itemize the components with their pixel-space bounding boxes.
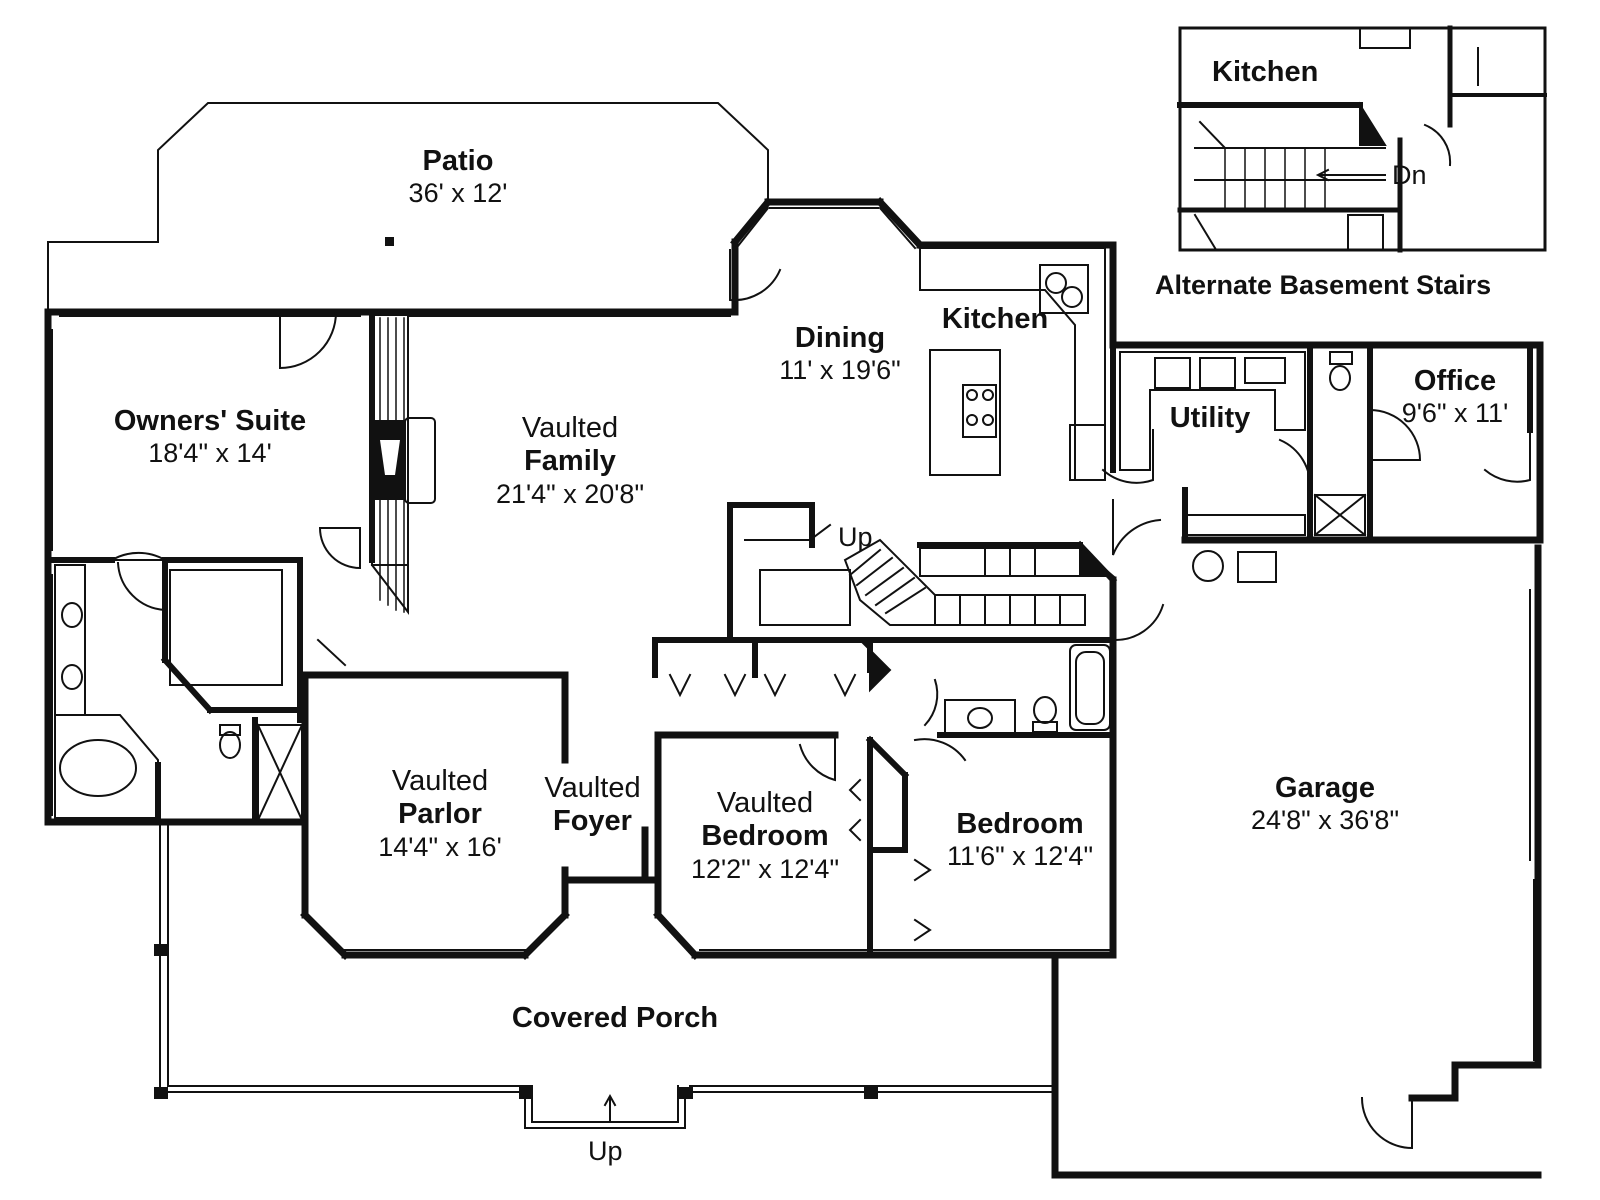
room-qualifier: Vaulted bbox=[391, 765, 489, 797]
room-qualifier: Vaulted bbox=[716, 787, 814, 819]
room-name: Office bbox=[1413, 365, 1497, 397]
room-label-kitchen: Kitchen bbox=[925, 303, 1065, 336]
room-name: Owners' Suite bbox=[113, 405, 307, 437]
room-dimensions: 11' x 19'6" bbox=[779, 355, 901, 386]
porch-outline bbox=[154, 237, 1056, 1129]
doors bbox=[108, 249, 1531, 1150]
utility-fixtures bbox=[1119, 351, 1367, 583]
room-qualifier: Vaulted bbox=[521, 412, 619, 444]
room-name: Dining bbox=[794, 322, 886, 354]
room-dimensions: 24'8" x 36'8" bbox=[1250, 805, 1400, 836]
room-dimensions: 18'4" x 14' bbox=[148, 438, 272, 469]
stairs bbox=[744, 523, 1116, 693]
room-name: Bedroom bbox=[956, 808, 1084, 840]
stair-up-label: Up bbox=[838, 522, 873, 552]
room-name: Patio bbox=[422, 145, 494, 177]
kitchen-island bbox=[929, 349, 1001, 476]
room-dimensions: 11'6" x 12'4" bbox=[946, 841, 1094, 872]
room-name: Covered Porch bbox=[511, 1002, 719, 1034]
room-label-foyer: Vaulted Foyer bbox=[530, 772, 655, 839]
room-label-owners-suite: Owners' Suite 18'4" x 14' bbox=[85, 405, 335, 469]
porch-up-label: Up bbox=[588, 1136, 623, 1166]
kitchen-counters bbox=[919, 247, 1106, 481]
windows bbox=[51, 206, 1535, 1061]
bath-fixtures bbox=[54, 564, 1111, 822]
room-dimensions: 9'6" x 11' bbox=[1401, 398, 1509, 429]
room-label-family: Vaulted Family 21'4" x 20'8" bbox=[470, 412, 670, 510]
room-name: Bedroom bbox=[701, 820, 829, 853]
room-label-bedroom: Bedroom 11'6" x 12'4" bbox=[935, 808, 1105, 872]
room-qualifier: Vaulted bbox=[544, 772, 641, 804]
room-label-office: Office 9'6" x 11' bbox=[1385, 365, 1525, 429]
closet-doors bbox=[668, 673, 932, 942]
room-dimensions: 12'2" x 12'4" bbox=[690, 853, 840, 884]
inset-down-label: Dn bbox=[1392, 160, 1427, 190]
room-name: Foyer bbox=[553, 805, 632, 838]
inset-caption: Alternate Basement Stairs bbox=[1155, 270, 1492, 300]
room-dimensions: 14'4" x 16' bbox=[378, 831, 502, 862]
room-label-parlor: Vaulted Parlor 14'4" x 16' bbox=[365, 765, 515, 863]
room-dimensions: 21'4" x 20'8" bbox=[495, 478, 645, 509]
patio-outline bbox=[47, 102, 769, 243]
inset-kitchen-label: Kitchen bbox=[1212, 56, 1319, 88]
room-label-vaulted-bedroom: Vaulted Bedroom 12'2" x 12'4" bbox=[680, 787, 850, 885]
inset-alternate-stairs bbox=[1177, 25, 1547, 253]
room-name: Family bbox=[524, 445, 616, 478]
room-label-garage: Garage 24'8" x 36'8" bbox=[1230, 772, 1420, 836]
fireplace bbox=[370, 314, 436, 615]
room-label-patio: Patio 36' x 12' bbox=[383, 145, 533, 209]
room-name: Utility bbox=[1169, 402, 1251, 434]
room-label-covered-porch: Covered Porch bbox=[480, 1002, 750, 1035]
room-name: Kitchen bbox=[941, 303, 1049, 335]
room-label-utility: Utility bbox=[1145, 402, 1275, 435]
room-label-dining: Dining 11' x 19'6" bbox=[760, 322, 920, 386]
room-dimensions: 36' x 12' bbox=[408, 178, 508, 209]
room-name: Parlor bbox=[398, 798, 482, 831]
room-name: Garage bbox=[1275, 772, 1375, 804]
